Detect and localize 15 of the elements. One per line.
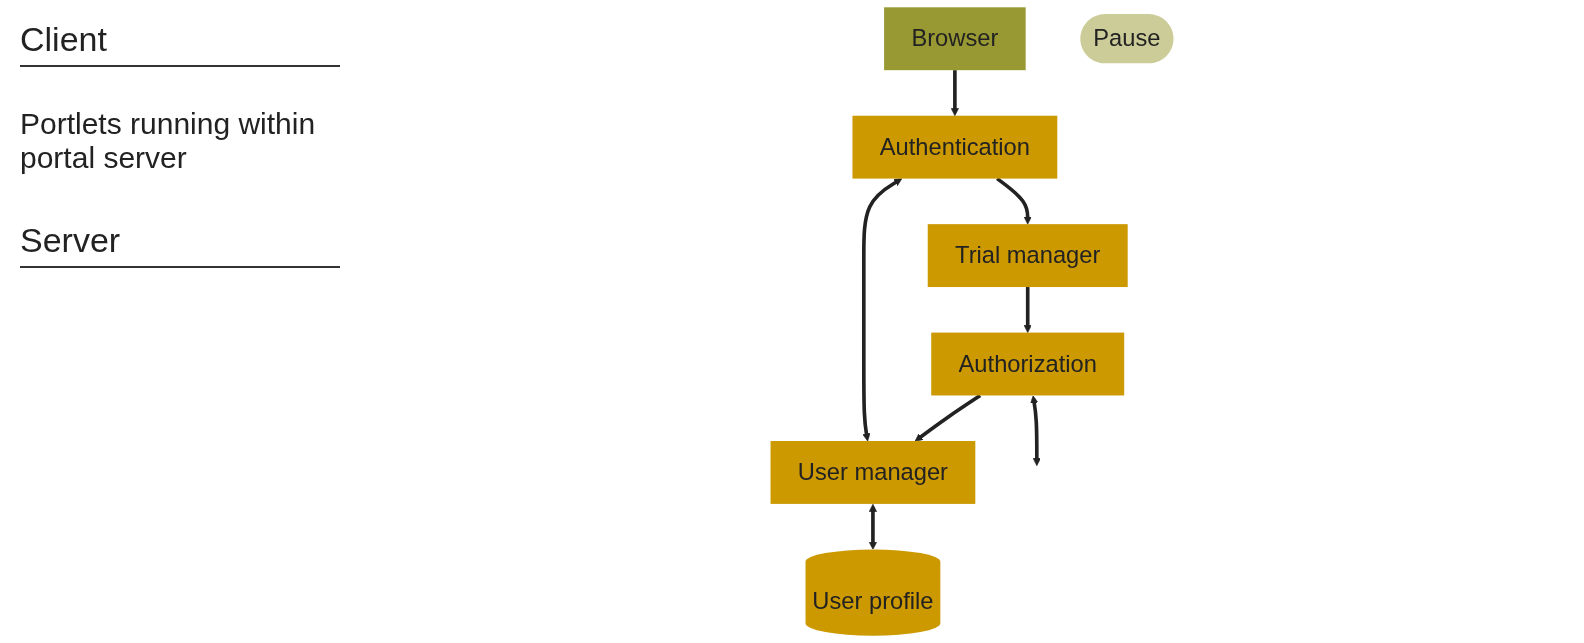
arrow	[950, 70, 959, 117]
node-box: Authentication	[852, 115, 1058, 179]
arrow	[996, 177, 1032, 225]
note-text: Portlets running within portal server	[20, 107, 317, 176]
zone-label: Client	[20, 20, 340, 67]
arrow	[862, 178, 903, 442]
node-box: Trial manager	[927, 224, 1128, 288]
node-box: Browser	[884, 7, 1026, 71]
node-box: User manager	[770, 441, 976, 504]
zone-label: Server	[20, 221, 340, 268]
node-box: Authorization	[931, 332, 1125, 396]
arrow	[1023, 287, 1032, 333]
arrow	[914, 393, 982, 442]
arrow	[868, 503, 877, 550]
arrow	[1030, 395, 1041, 466]
